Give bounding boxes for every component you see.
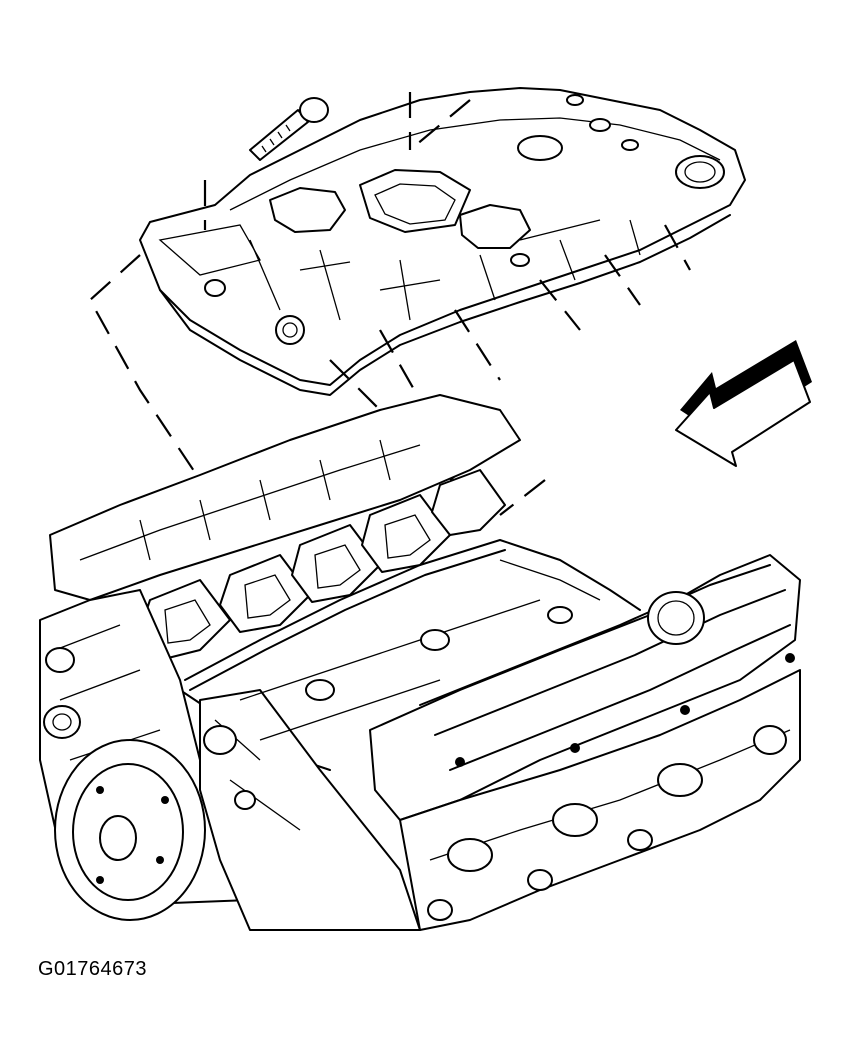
engine-block <box>39 394 801 931</box>
mounting-bolt <box>249 97 329 161</box>
engine-intake-manifold-diagram <box>39 87 812 931</box>
upper-intake-manifold <box>139 87 746 396</box>
front-view-arrow <box>675 340 812 467</box>
intake-port-gaskets <box>139 469 506 661</box>
crankshaft-pulley <box>54 739 206 921</box>
figure-id-label: G01764673 <box>38 958 148 980</box>
